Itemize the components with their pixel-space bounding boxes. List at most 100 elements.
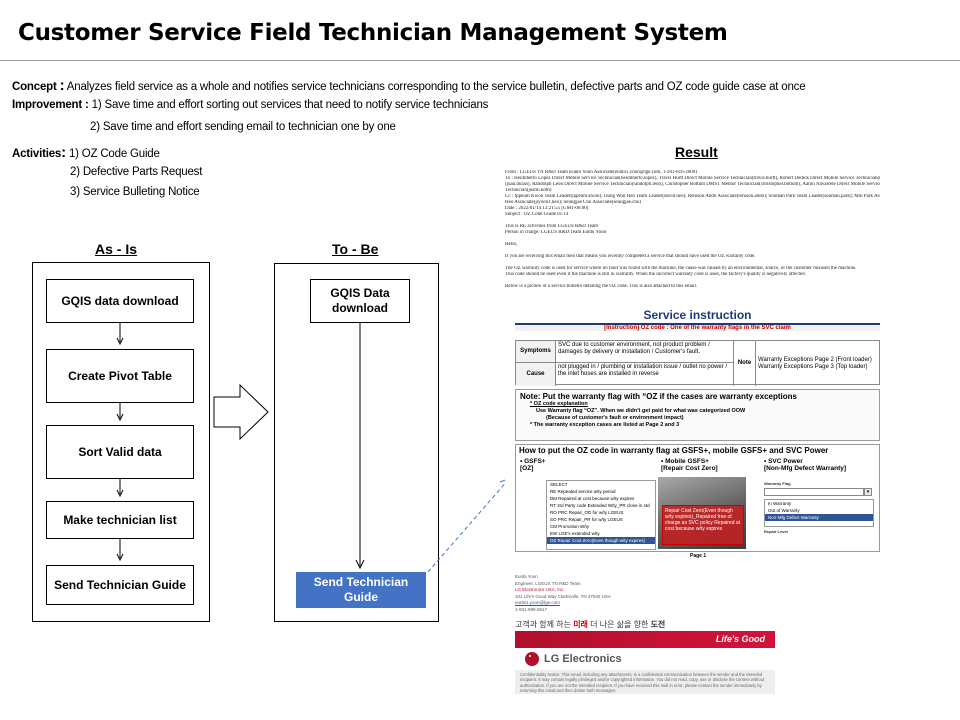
svc-option-selected: Non-Mfg Defect Warranty bbox=[765, 514, 873, 521]
signature-line: Eunbi Yoon bbox=[515, 574, 538, 579]
note-line: Use Warranty flag “OZ”. When we didn't g… bbox=[536, 408, 746, 415]
mobile-gsfs-callout: Repair Cost Zero(Even though w/ty expire… bbox=[662, 505, 744, 545]
svc-power-title: • SVC Power bbox=[764, 458, 803, 465]
to-be-arrowhead bbox=[355, 559, 365, 570]
improvement-line: Improvement : 1) Save time and effort so… bbox=[12, 99, 488, 111]
korean-slogan-part: 도전 bbox=[650, 620, 666, 629]
result-link-line bbox=[427, 479, 509, 573]
page-number: Page 1 bbox=[690, 553, 707, 559]
note-heading: Note: Put the warranty flag with “OZ if … bbox=[520, 392, 797, 401]
gsfs-option: EW LGE's extended w/ty bbox=[550, 531, 600, 536]
signature-line: 1-931-998-0617 bbox=[515, 606, 548, 612]
as-is-heading: As - Is bbox=[95, 241, 138, 257]
improvement-item-1: 1) Save time and effort sorting out serv… bbox=[91, 99, 489, 111]
svc-option: In Warranty bbox=[768, 501, 792, 506]
note-line: * The warranty exception cases are liste… bbox=[530, 422, 680, 429]
svc-power-heading: • SVC Power [Non-Mfg Defect Warranty] bbox=[764, 458, 846, 473]
symptoms-label: Symptoms bbox=[516, 341, 556, 363]
symptom-cause-table: Symptoms SVC due to customer environment… bbox=[515, 340, 880, 386]
cause-label: Cause bbox=[516, 363, 556, 386]
as-is-arrowhead-2 bbox=[116, 413, 124, 422]
email-header-line: From : LGEUS TN R&D Team Eunbi Yoon Asso… bbox=[505, 170, 697, 175]
as-is-arrowhead-3 bbox=[116, 489, 124, 498]
note-line: (Because of customer's fault or environm… bbox=[546, 415, 684, 422]
korean-slogan-part: 고객과 함께 하는 bbox=[515, 620, 574, 629]
gsfs-option: DM Repaired at cost because w/ty expires bbox=[550, 496, 635, 501]
warranty-flag-select bbox=[764, 488, 864, 496]
as-is-step-sort: Sort Valid data bbox=[46, 425, 194, 479]
gsfs-code: [OZ] bbox=[520, 465, 534, 473]
lg-brand-row: LG Electronics bbox=[515, 648, 775, 670]
korean-slogan-part: 미래 bbox=[573, 620, 588, 629]
improvement-item-2: 2) Save time and effort sending email to… bbox=[90, 121, 396, 133]
concept-line: Concept : Analyzes field service as a wh… bbox=[12, 77, 806, 94]
email-header-line: Technician(justin.koth) bbox=[505, 188, 552, 193]
gsfs-option-selected: OZ Repair Cost Zero(Even though w/ty exp… bbox=[547, 537, 655, 544]
activities-colon: : bbox=[61, 144, 66, 161]
confidentiality-notice: Confidentiality Notice: This email, incl… bbox=[515, 670, 775, 694]
gsfs-option: SELECT bbox=[550, 482, 568, 487]
improvement-colon: : bbox=[85, 99, 89, 111]
email-body-line: The OZ warranty code is used for service… bbox=[505, 266, 857, 271]
email-body-line: Person in charge: LGEUS R&D Team Eunbi Y… bbox=[505, 230, 607, 235]
lg-brand-name: LG Electronics bbox=[544, 653, 622, 665]
to-be-step-send: Send Technician Guide bbox=[296, 572, 426, 608]
email-body-line: Hello, bbox=[505, 242, 518, 247]
email-header-line: To : Heidilberto Lopez Direct Mobile Ser… bbox=[505, 176, 880, 181]
activity-item-3: 3) Service Bulleting Notice bbox=[70, 186, 200, 198]
mobile-gsfs-title: • Mobile GSFS+ bbox=[661, 458, 709, 465]
service-instruction-title: Service instruction bbox=[515, 308, 880, 325]
activity-item-2: 2) Defective Parts Request bbox=[70, 166, 203, 178]
as-is-step-download: GQIS data download bbox=[46, 279, 194, 323]
activities-line: Activities: 1) OZ Code Guide bbox=[12, 144, 160, 161]
signature-line: eunbi1.yoon@lge.com bbox=[515, 600, 560, 606]
lg-logo-icon bbox=[525, 652, 539, 666]
signature-block: Eunbi Yoon Engineer, LGEUS TN R&D Team L… bbox=[515, 574, 611, 613]
email-header-line: Cc : Ippeum Kwon Team Leader(ippeum.kwon… bbox=[505, 194, 880, 199]
lifes-good-banner: Life's Good bbox=[515, 631, 775, 648]
concept-label: Concept bbox=[12, 81, 57, 93]
gsfs-option: RO PRC Repair_OD for w/ty LGEUS bbox=[550, 510, 624, 515]
gsfs-title: • GSFS+ bbox=[520, 458, 546, 465]
note-box: Note: Put the warranty flag with “OZ if … bbox=[515, 389, 880, 441]
email-body-line: This code should be used even if the mac… bbox=[505, 272, 806, 277]
note-label: Note bbox=[734, 341, 756, 386]
gsfs-option: SO PRC Repair_PR for w/ty LGEUS bbox=[550, 517, 623, 522]
warranty-flag-label: Warranty Flag bbox=[764, 481, 791, 486]
cause-text: not plugged in / plumbing or installatio… bbox=[556, 363, 734, 386]
symptoms-text: SVC due to customer environment, not pro… bbox=[556, 341, 734, 363]
result-heading: Result bbox=[675, 144, 718, 160]
howto-heading: How to put the OZ code in warranty flag … bbox=[519, 446, 829, 455]
korean-slogan-part: 더 나은 삶을 향한 bbox=[587, 620, 651, 629]
mobile-gsfs-heading: • Mobile GSFS+ [Repair Cost Zero] bbox=[661, 458, 718, 473]
svc-power-dropdown: In Warranty Out of Warranty Non-Mfg Defe… bbox=[764, 499, 874, 527]
gsfs-option: RE Repeated service w/ty period bbox=[550, 489, 616, 494]
title-divider bbox=[0, 60, 960, 61]
email-body-line: Below is a picture of a service bulletin… bbox=[505, 284, 698, 289]
as-is-step-pivot: Create Pivot Table bbox=[46, 349, 194, 403]
gsfs-option: CM Promotion W/ty bbox=[550, 524, 590, 529]
concept-text: Analyzes field service as a whole and no… bbox=[66, 81, 806, 93]
as-is-step-techlist: Make technician list bbox=[46, 501, 194, 539]
email-header-line: (juan.duran), Randolph Leon Direct Mobil… bbox=[505, 182, 880, 187]
repair-level-label: Repair Level bbox=[764, 529, 788, 534]
svc-power-code: [Non-Mfg Defect Warranty] bbox=[764, 465, 847, 473]
result-email: From : LGEUS TN R&D Team Eunbi Yoon Asso… bbox=[505, 170, 880, 705]
email-body-line: If you are receiving this email then tha… bbox=[505, 254, 756, 259]
svc-option: Out of Warranty bbox=[768, 508, 800, 513]
email-header-line: Subject : OZ Code Guide 01.14 bbox=[505, 212, 569, 217]
chevron-down-icon: ▾ bbox=[864, 488, 872, 496]
mobile-gsfs-code: [Repair Cost Zero] bbox=[661, 465, 718, 473]
signature-line: Engineer, LGEUS TN R&D Team bbox=[515, 580, 581, 586]
activities-label: Activities bbox=[12, 148, 62, 160]
improvement-label: Improvement bbox=[12, 99, 83, 111]
note-line: * OZ code explanation bbox=[530, 401, 588, 407]
to-be-step-download: GQIS Data download bbox=[310, 279, 410, 323]
email-header-line: Heo Associate(jiyoon1.heo); Seungjae Cho… bbox=[505, 200, 642, 205]
gsfs-heading: • GSFS+ [OZ] bbox=[520, 458, 546, 473]
gsfs-dropdown: SELECT RE Repeated service w/ty period D… bbox=[546, 480, 656, 550]
instruction-subtitle: [Instruction] OZ code : One of the warra… bbox=[515, 325, 880, 331]
as-is-step-send: Send Technician Guide bbox=[46, 565, 194, 605]
signature-line: 101 Life's Good Way Clarksville, TN 3704… bbox=[515, 593, 611, 599]
